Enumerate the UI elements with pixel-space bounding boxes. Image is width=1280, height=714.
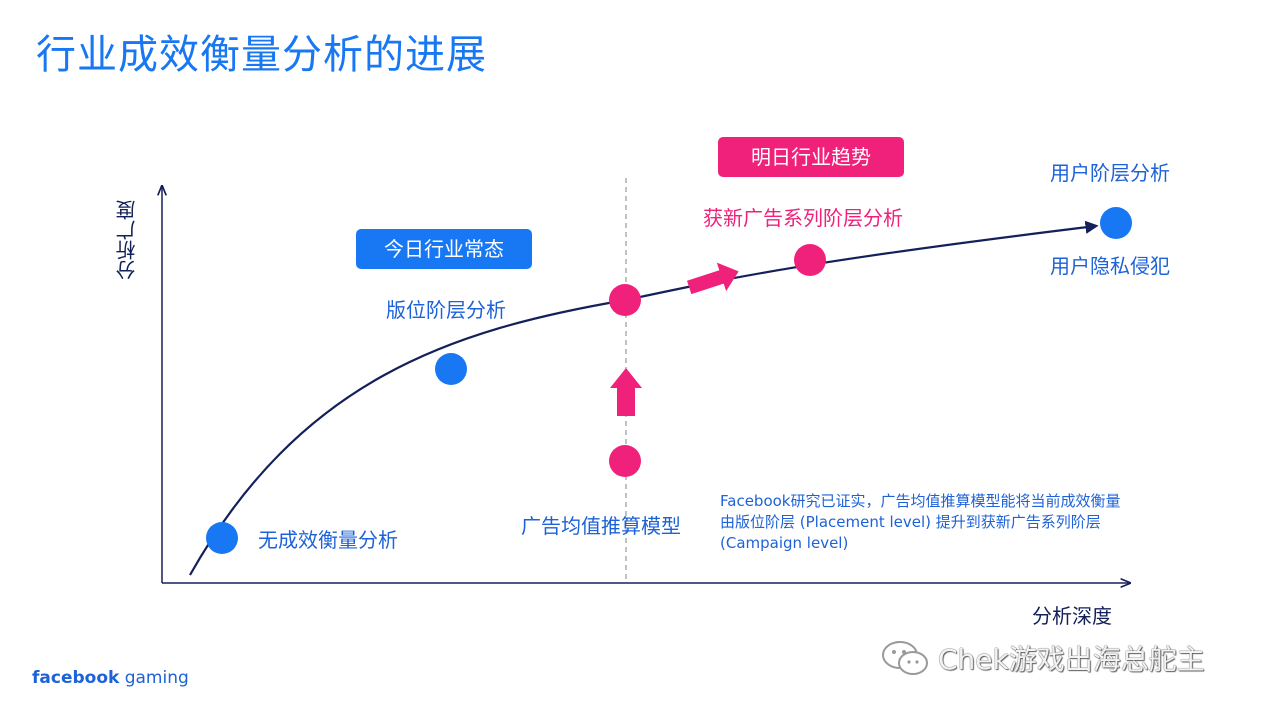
logo-bold: facebook <box>32 668 120 688</box>
label-user-level: 用户阶层分析 <box>1050 161 1170 185</box>
note-line-1: Facebook研究已证实，广告均值推算模型能将当前成效衡量 <box>720 492 1121 510</box>
y-axis-label: 分析广度 <box>115 200 139 280</box>
badge-tomorrow: 明日行业趋势 <box>718 137 904 177</box>
note-line-2: 由版位阶层 (Placement level) 提升到获新广告系列阶层 <box>720 513 1101 531</box>
forward-arrow-icon <box>687 262 739 295</box>
research-note: Facebook研究已证实，广告均值推算模型能将当前成效衡量 由版位阶层 (Pl… <box>720 491 1190 554</box>
dot-ad-value-model <box>609 445 641 477</box>
dot-placement-level <box>435 353 467 385</box>
dot-campaign-level <box>794 244 826 276</box>
facebook-gaming-logo: facebook gaming <box>32 668 189 688</box>
label-campaign-level: 获新广告系列阶层分析 <box>703 206 903 230</box>
page-title: 行业成效衡量分析的进展 <box>36 32 487 78</box>
dot-today-on-curve <box>609 284 641 316</box>
label-no-measurement: 无成效衡量分析 <box>258 528 398 552</box>
badge-today: 今日行业常态 <box>356 229 532 269</box>
dot-no-measurement <box>206 522 238 554</box>
watermark-text: Chek游戏出海总舵主 <box>938 643 1205 676</box>
note-line-3: (Campaign level) <box>720 534 849 552</box>
logo-rest: gaming <box>119 668 189 688</box>
watermark: Chek游戏出海总舵主 <box>880 638 1205 678</box>
wechat-icon <box>882 641 928 675</box>
up-arrow-icon <box>610 368 642 416</box>
label-user-privacy: 用户隐私侵犯 <box>1050 254 1170 278</box>
label-ad-value-model: 广告均值推算模型 <box>521 514 681 538</box>
x-axis-label: 分析深度 <box>1032 604 1112 628</box>
dot-user-level <box>1100 207 1132 239</box>
label-placement-level: 版位阶层分析 <box>386 298 506 322</box>
